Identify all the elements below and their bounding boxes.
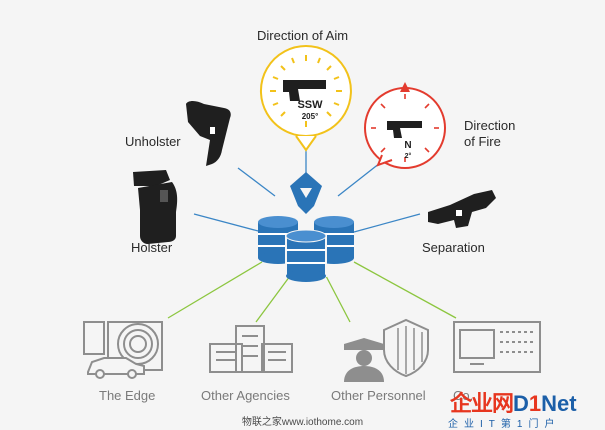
- blue-connectors: [193, 150, 421, 233]
- label-direction-of-fire-line1: Direction: [464, 118, 516, 133]
- label-separation: Separation: [422, 240, 485, 255]
- link-other: [353, 261, 457, 319]
- unholstered-pistol-icon: [186, 101, 231, 166]
- label-the-edge: The Edge: [99, 388, 156, 403]
- fire-ticks: [371, 94, 439, 162]
- personnel-icon: [344, 318, 429, 382]
- north-arrow-icon: [400, 82, 410, 92]
- separation-pistol-icon: [428, 190, 496, 228]
- link-agencies: [255, 275, 291, 323]
- fire-heading: N: [404, 140, 411, 151]
- watermark-cn: 企业网: [450, 391, 514, 416]
- label-other-agencies: Other Agencies: [201, 388, 290, 403]
- link-edge: [167, 261, 263, 319]
- link-separation: [353, 213, 421, 233]
- link-unholster: [237, 167, 276, 197]
- label-direction-of-aim: Direction of Aim: [257, 28, 349, 43]
- database-front-icon: [285, 229, 327, 282]
- central-hub: [258, 172, 354, 282]
- aim-degrees: 205°: [302, 112, 319, 121]
- label-direction-of-fire-line2: of Fire: [464, 134, 501, 149]
- watermark-net: Net: [541, 391, 577, 416]
- label-holster: Holster: [131, 240, 173, 255]
- agencies-icon: [209, 325, 293, 373]
- site-credit: 物联之家www.iothome.com: [241, 417, 364, 428]
- pistol-icon: [283, 80, 326, 101]
- fire-badge: N 2°: [364, 82, 446, 169]
- label-other-personnel: Other Personnel: [331, 388, 426, 403]
- watermark-logo: 企业网D1Net 企业IT第1门户: [446, 386, 605, 430]
- aim-ticks: [270, 55, 342, 127]
- label-direction-of-fire: Direction of Fire: [464, 118, 515, 150]
- command-center-icon: [453, 321, 541, 373]
- trigger-guard: [210, 127, 215, 134]
- edge-icon: [83, 321, 163, 379]
- watermark-main: 企业网D1Net: [450, 386, 577, 418]
- holstered-pistol-icon: [133, 170, 178, 244]
- label-other-endpoint: Co...: [453, 388, 481, 403]
- watermark-sub: 企业IT第1门户: [448, 419, 561, 430]
- aim-badge: SSW 205°: [259, 45, 352, 152]
- link-personnel: [325, 275, 351, 323]
- green-connectors: [167, 261, 457, 323]
- pistol-icon: [387, 121, 422, 138]
- watermark-d: D: [513, 391, 529, 416]
- label-unholster: Unholster: [125, 134, 181, 149]
- watermark-one: 1: [528, 391, 542, 416]
- fire-degrees: 2°: [405, 152, 412, 160]
- link-holster: [193, 213, 263, 233]
- aim-heading: SSW: [297, 99, 323, 111]
- link-fire: [337, 162, 381, 197]
